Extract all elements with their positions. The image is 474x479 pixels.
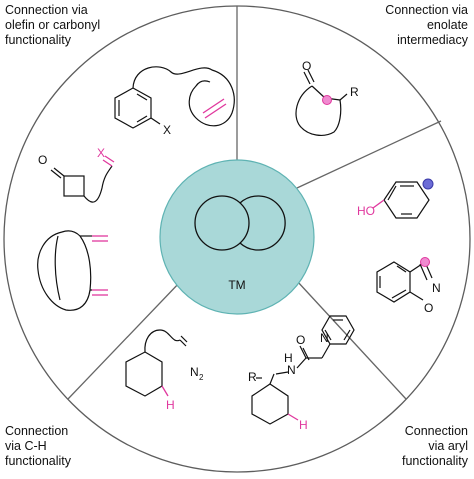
phenol-oxygen-bond — [372, 199, 385, 209]
divider-right-upper — [296, 120, 442, 189]
atom-oxygen-ketone: O — [302, 59, 311, 73]
diazo-structure — [125, 329, 188, 397]
metallacycle-icon — [194, 195, 286, 251]
label-line: functionality — [5, 454, 72, 468]
para-carbon-highlight — [422, 178, 434, 190]
benzisoxazole-structure — [376, 261, 433, 303]
label-olefin-carbonyl: Connection via olefin or carbonyl functi… — [5, 3, 100, 48]
atom-ho: HO — [357, 204, 375, 218]
atom-oxazole-n: N — [432, 281, 441, 295]
divider-left-lower — [67, 280, 182, 400]
atom-h-2: H — [299, 418, 308, 432]
label-aryl-functionality: Connection via aryl functionality — [402, 424, 468, 469]
label-line: via aryl — [428, 439, 468, 453]
label-line: functionality — [401, 454, 468, 468]
sector-dividers — [67, 6, 442, 400]
picolinamide-structure — [251, 315, 355, 425]
carbonyl-highlight-2 — [104, 155, 115, 163]
diene-highlight — [92, 235, 108, 296]
atom-diazo-n: N — [190, 365, 199, 379]
ch-bond-highlight-2 — [287, 413, 299, 421]
label-line: Connection via — [385, 3, 468, 17]
label-line: Connection via — [5, 3, 88, 17]
phenol-structure — [383, 181, 430, 219]
atom-amide-o: O — [296, 333, 305, 347]
label-line: Connection — [5, 424, 69, 438]
label-line: intermediacy — [397, 33, 468, 47]
label-ch-functionality: Connection via C-H functionality — [5, 424, 71, 469]
atom-h: H — [166, 398, 175, 412]
atom-x-magenta: X — [97, 146, 105, 160]
aryl-x-bond — [150, 117, 161, 125]
bis-olefin-structure — [37, 230, 92, 311]
atom-nh-h: H — [284, 351, 293, 365]
metal-hub — [159, 159, 315, 315]
hub-label: TM — [228, 278, 245, 292]
carbonyl-highlight — [102, 159, 113, 167]
atom-r-2: R — [248, 370, 257, 384]
cyclobutanone-structure — [50, 165, 113, 203]
label-line: Connection — [404, 424, 468, 438]
aryl-olefin-structure — [114, 66, 235, 129]
label-line: via C-H — [5, 439, 47, 453]
atom-oxazole-o: O — [424, 301, 433, 315]
olefin-highlight-2 — [202, 98, 225, 114]
atom-pyridine-n: N — [320, 331, 329, 345]
label-enolate: Connection via enolate intermediacy — [385, 3, 468, 48]
atom-x: X — [163, 123, 171, 137]
enolate-carbon-highlight — [322, 95, 332, 105]
label-line: olefin or carbonyl — [5, 18, 101, 32]
atom-diazo-subscript: 2 — [199, 373, 204, 382]
ch-bond-highlight — [161, 385, 169, 397]
label-line: functionality — [5, 33, 72, 47]
divider-right-lower — [296, 280, 407, 400]
label-line: enolate — [426, 18, 468, 32]
atom-oxygen: O — [38, 153, 47, 167]
atom-amide-n: N — [287, 363, 296, 377]
ketone-structure — [295, 69, 348, 136]
olefin-highlight — [204, 103, 227, 119]
atom-r: R — [350, 85, 359, 99]
oxazole-carbon-highlight — [420, 257, 430, 267]
